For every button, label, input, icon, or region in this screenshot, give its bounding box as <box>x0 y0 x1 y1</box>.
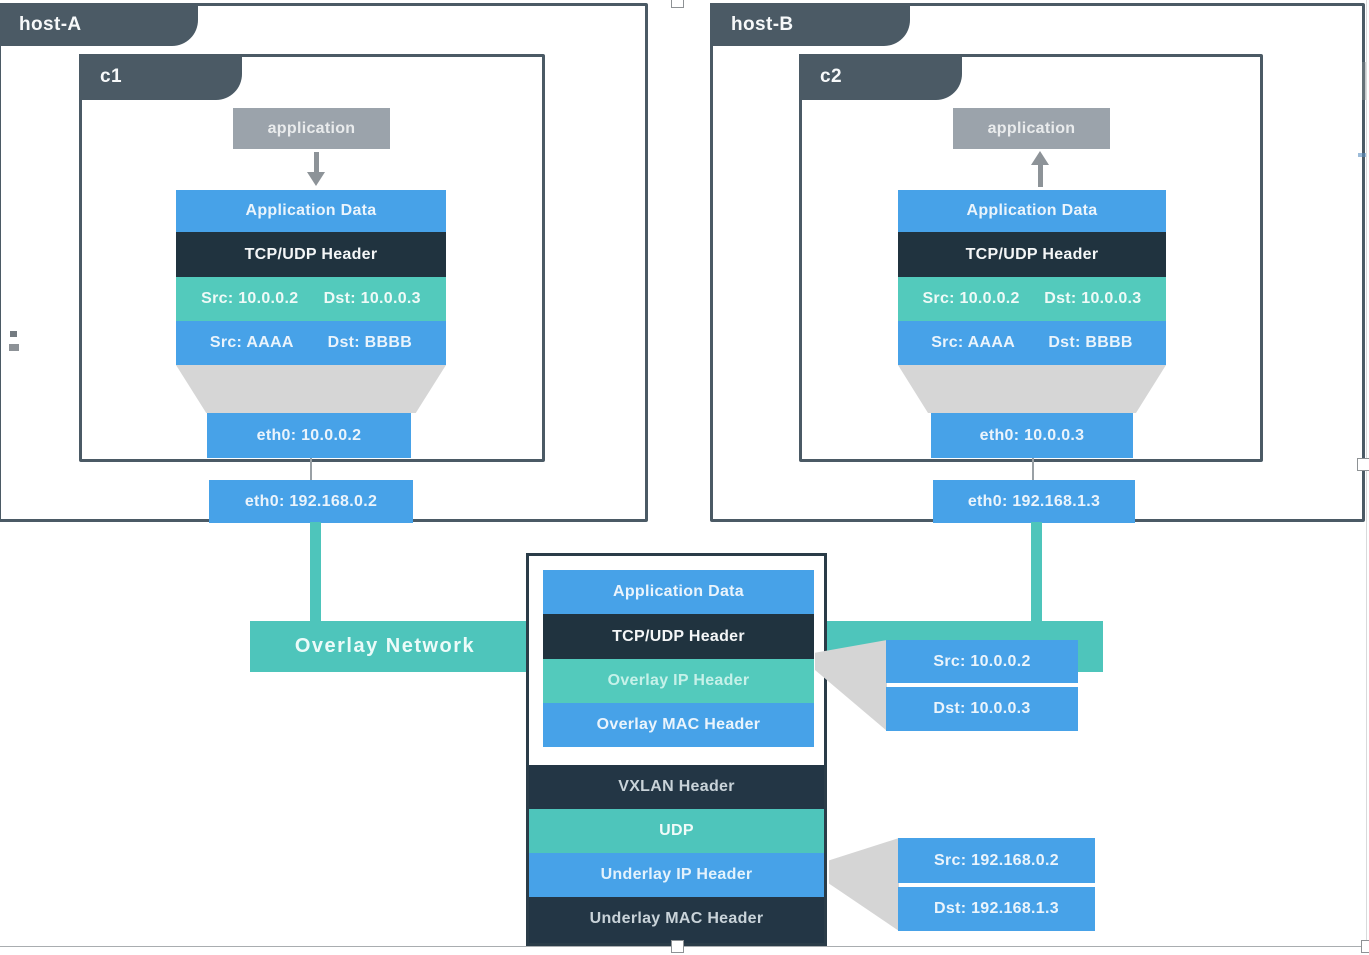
c2-eth0-box: eth0: 10.0.0.3 <box>931 413 1133 458</box>
c1-to-host-a-connector <box>310 458 312 481</box>
c1-application-data-row: Application Data <box>176 190 446 232</box>
selection-bottom-edge <box>0 946 1369 947</box>
container-c1-box <box>79 54 545 462</box>
resize-handle-right[interactable] <box>1357 458 1369 471</box>
c2-application-data-row: Application Data <box>898 190 1166 232</box>
container-c1-label: c1 <box>100 66 122 87</box>
underlay-callout-pointer <box>829 838 899 931</box>
c2-mac-src: Src: AAAA <box>931 334 1016 351</box>
c2-mac-dst: Dst: BBBB <box>1048 334 1133 351</box>
resize-handle-bottom-right[interactable] <box>1361 940 1369 953</box>
underlay-callout-src-box: Src: 192.168.0.2 <box>898 838 1095 883</box>
resize-handle-top[interactable] <box>671 0 684 8</box>
host-b-tab: host-B <box>710 3 910 46</box>
c2-tcp-udp-header-row: TCP/UDP Header <box>898 232 1166 277</box>
arrow-down-icon <box>307 152 325 186</box>
c2-ip-dst: Dst: 10.0.0.3 <box>1044 290 1142 307</box>
host-a-tab: host-A <box>0 3 198 46</box>
cursor-artifact <box>10 331 17 337</box>
resize-handle-bottom[interactable] <box>671 940 684 953</box>
packet-application-data-row: Application Data <box>543 570 814 614</box>
c1-tcp-udp-header-row: TCP/UDP Header <box>176 232 446 277</box>
packet-underlay-mac-header-row: Underlay MAC Header <box>589 909 764 927</box>
host-a-overlay-link <box>310 522 321 622</box>
c1-funnel-shape <box>176 365 446 413</box>
c1-ip-dst: Dst: 10.0.0.3 <box>323 290 421 307</box>
c1-mac-src: Src: AAAA <box>209 334 294 351</box>
c2-ip-src: Src: 10.0.0.2 <box>922 290 1020 307</box>
overlay-network-label: Overlay Network <box>294 635 476 657</box>
c1-ip-src: Src: 10.0.0.2 <box>201 290 299 307</box>
c2-to-host-b-connector <box>1032 458 1034 481</box>
host-a-label: host-A <box>19 13 82 35</box>
c2-funnel-shape <box>898 365 1166 413</box>
selection-right-edge <box>1366 0 1367 947</box>
container-c2-label: c2 <box>820 66 842 87</box>
application-box-c1: application <box>233 108 390 149</box>
container-c2-tab: c2 <box>799 54 962 100</box>
container-c1-tab: c1 <box>79 54 242 100</box>
c1-mac-dst: Dst: BBBB <box>327 334 413 351</box>
host-b-label: host-B <box>731 13 794 35</box>
c2-overlay-ip-row: Src: 10.0.0.2 Dst: 10.0.0.3 <box>898 277 1166 321</box>
c1-mac-row: Src: AAAA Dst: BBBB <box>176 321 446 365</box>
overlay-callout-src-box: Src: 10.0.0.2 <box>886 640 1078 683</box>
overlay-callout-dst-box: Dst: 10.0.0.3 <box>886 687 1078 731</box>
host-b-eth0-box: eth0: 192.168.1.3 <box>933 480 1135 523</box>
cursor-artifact <box>9 344 19 351</box>
arrow-up-icon <box>1031 151 1049 187</box>
packet-udp-row: UDP <box>529 809 824 853</box>
encapsulated-packet-box: Application Data TCP/UDP Header Overlay … <box>526 553 827 946</box>
packet-overlay-ip-header-row: Overlay IP Header <box>543 659 814 703</box>
underlay-callout-dst-box: Dst: 192.168.1.3 <box>898 887 1095 931</box>
c1-eth0-box: eth0: 10.0.0.2 <box>207 413 411 458</box>
host-a-eth0-box: eth0: 192.168.0.2 <box>209 480 413 523</box>
application-box-c2: application <box>953 108 1110 149</box>
packet-underlay-ip-header-row: Underlay IP Header <box>529 853 824 897</box>
edge-artifact <box>1362 62 1367 100</box>
packet-vxlan-header-row: VXLAN Header <box>618 778 735 795</box>
edge-artifact <box>1358 153 1366 157</box>
packet-underlay-section: VXLAN Header UDP Underlay IP Header Unde… <box>529 765 824 943</box>
container-c2-box <box>799 54 1263 462</box>
packet-overlay-mac-header-row: Overlay MAC Header <box>543 703 814 747</box>
packet-tcp-udp-header-row: TCP/UDP Header <box>543 614 814 659</box>
host-b-overlay-link <box>1031 522 1042 622</box>
c1-overlay-ip-row: Src: 10.0.0.2 Dst: 10.0.0.3 <box>176 277 446 321</box>
c2-mac-row: Src: AAAA Dst: BBBB <box>898 321 1166 365</box>
